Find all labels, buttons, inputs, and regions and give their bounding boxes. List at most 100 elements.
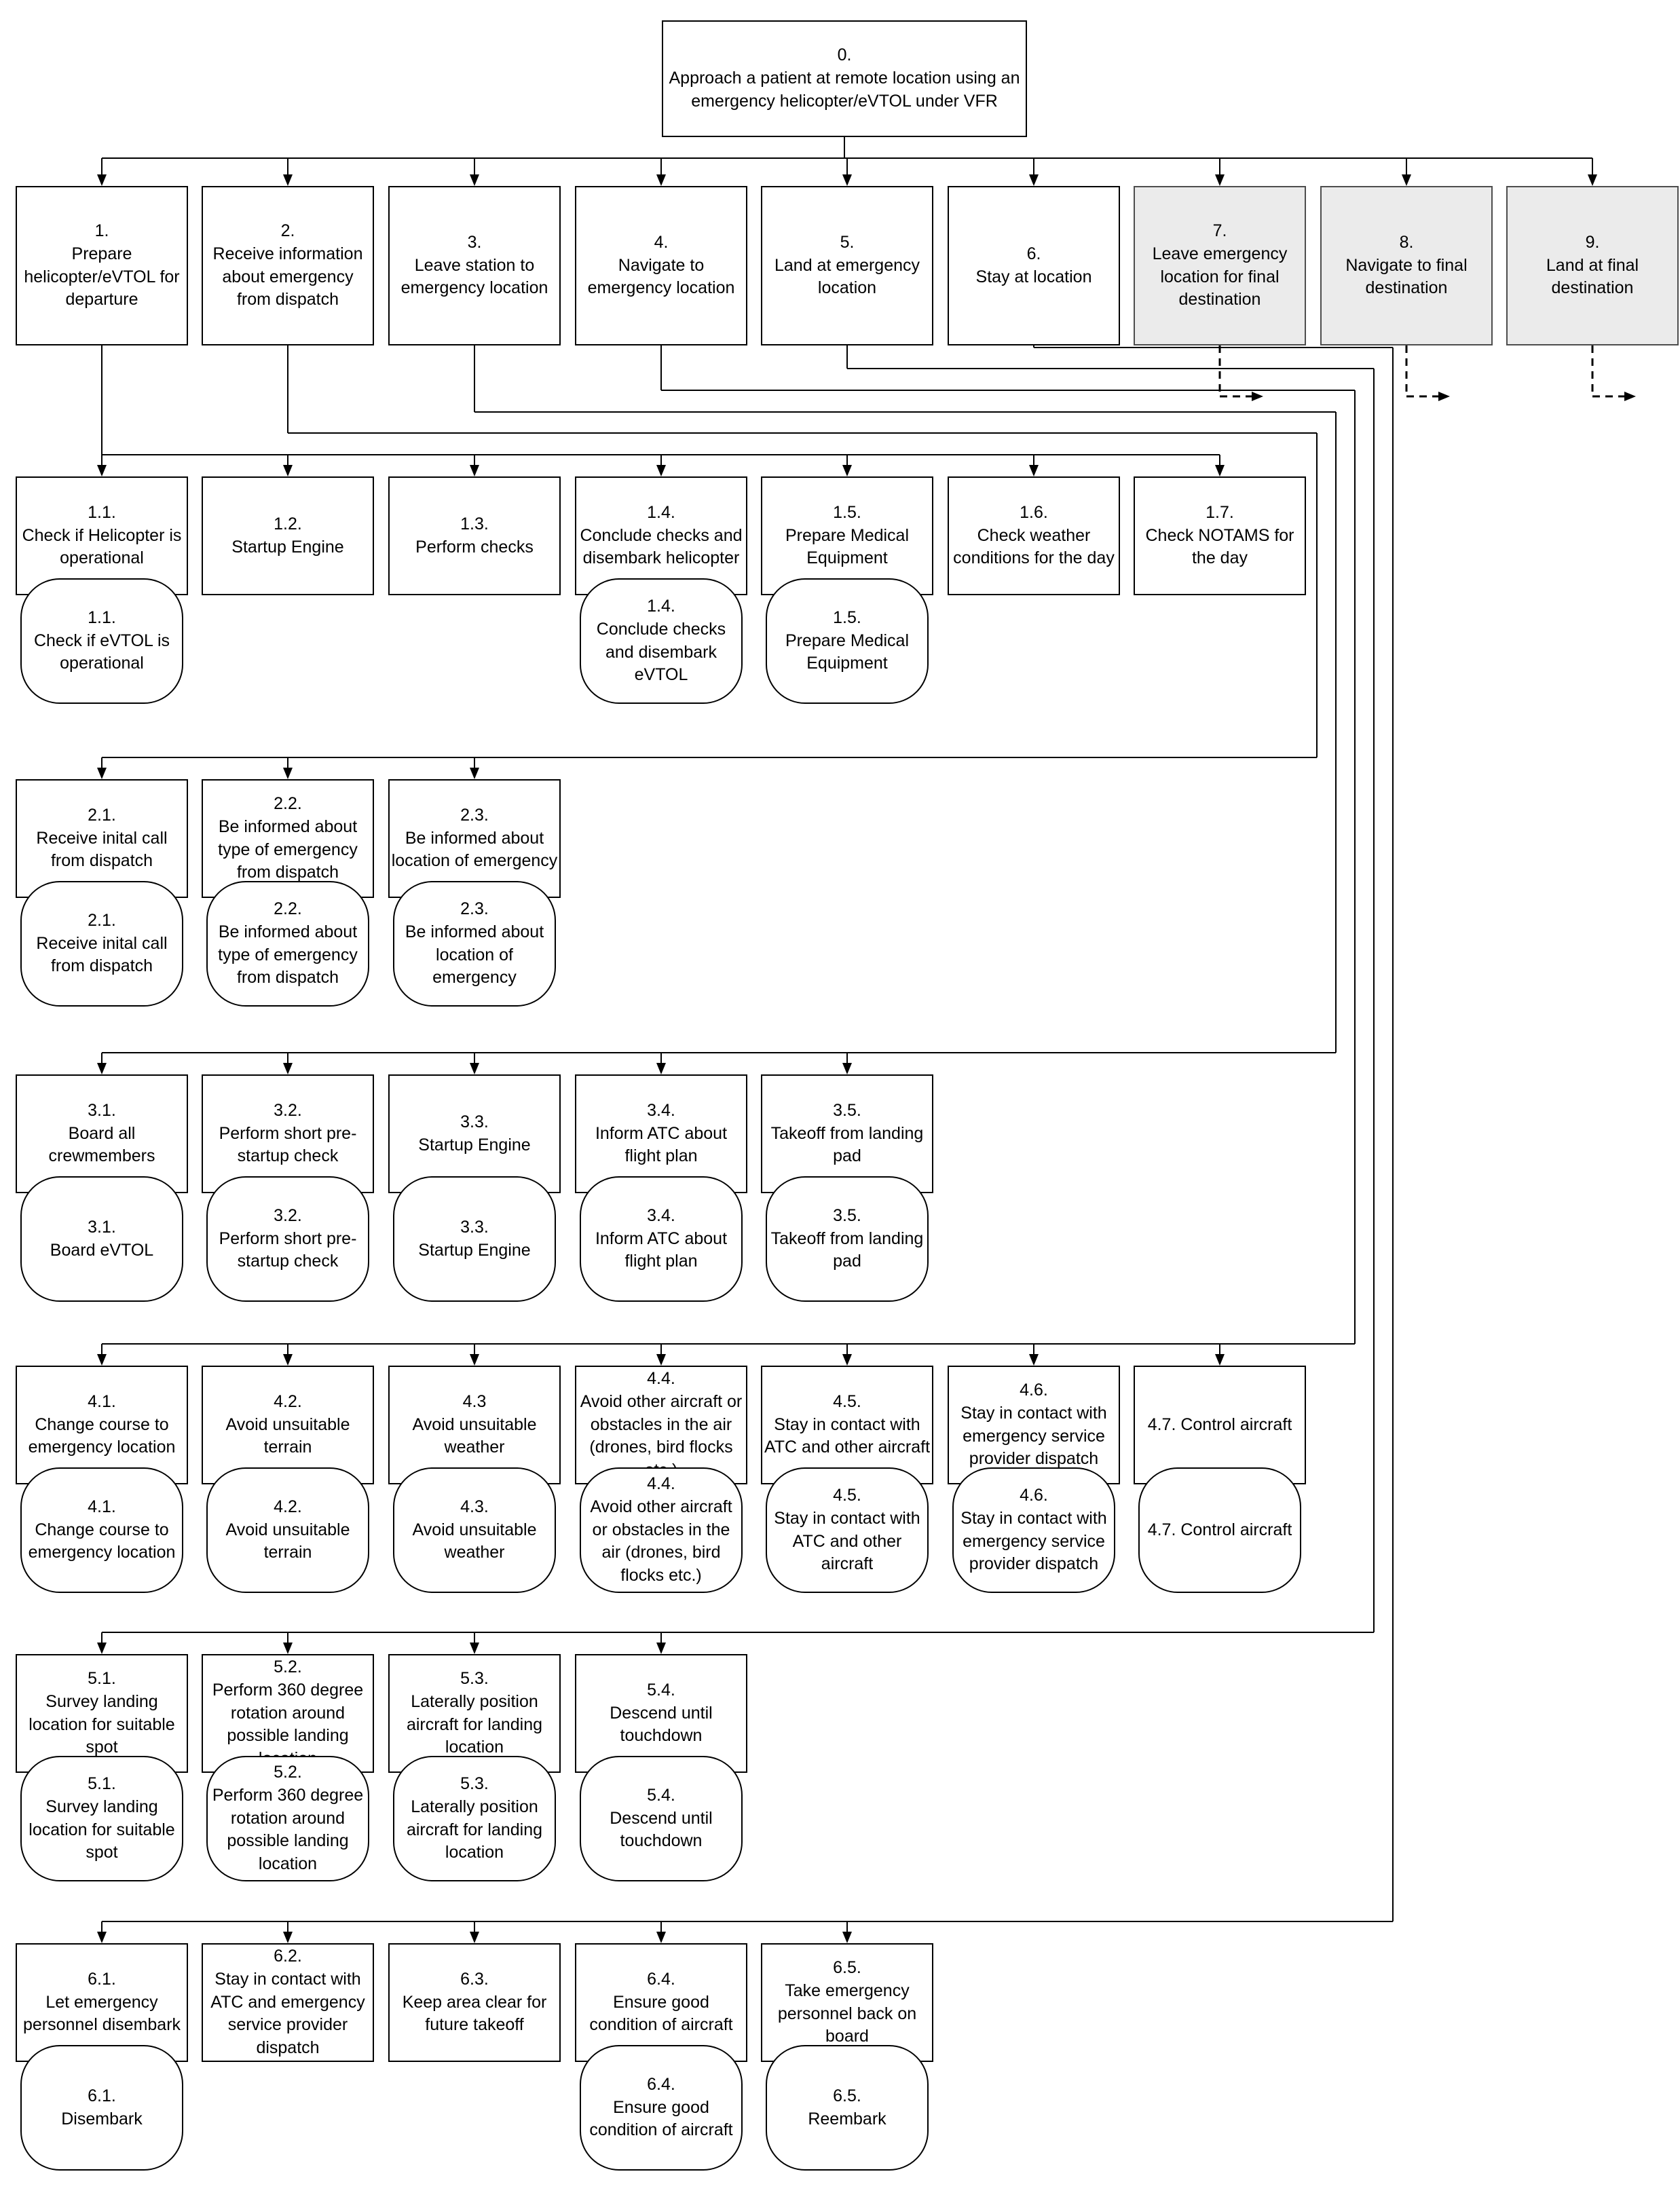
- arrow-down-icon: [97, 465, 107, 476]
- subtask-box-1.6: 1.6.Check weather conditions for the day: [948, 476, 1120, 595]
- task-label: Prepare Medical Equipment: [785, 631, 910, 673]
- subtask-box-4.4: 4.4.Avoid other aircraft or obstacles in…: [575, 1366, 747, 1484]
- task-label: Be informed about type of emergency from…: [218, 817, 358, 882]
- task-label: Inform ATC about flight plan: [595, 1123, 728, 1166]
- evtol-subtask-box-4.7: 4.7. Control aircraft: [1138, 1467, 1301, 1593]
- task-number: 5.3.: [460, 1669, 489, 1688]
- evtol-subtask-box-3.3: 3.3. Startup Engine: [393, 1176, 556, 1302]
- task-number: 2.2.: [274, 899, 302, 918]
- task-label: Avoid other aircraft or obstacles in the…: [590, 1497, 732, 1586]
- task-number: 4.6.: [1020, 1381, 1048, 1400]
- task-number: 1.1.: [88, 502, 116, 522]
- subtask-box-3.1: 3.1.Board all crewmembers: [16, 1074, 188, 1193]
- task-number: 4.2.: [274, 1497, 302, 1516]
- subtask-box-2.2: 2.2. Be informed about type of emergency …: [202, 779, 374, 898]
- task-label: Takeoff from landing pad: [770, 1228, 924, 1271]
- arrow-down-icon: [656, 465, 666, 476]
- task-box-1: 1.Prepare helicopter/eVTOL for departure: [16, 186, 188, 345]
- task-number: 2.: [280, 221, 295, 240]
- evtol-subtask-box-4.5: 4.5. Stay in contact with ATC and other a…: [766, 1467, 929, 1593]
- task-label: Avoid unsuitable weather: [412, 1520, 537, 1562]
- evtol-subtask-box-5.1: 5.1.Survey landing location for suitable…: [20, 1756, 183, 1881]
- task-number: 3.4.: [647, 1205, 675, 1225]
- subtask-box-6.3: 6.3.Keep area clear for future takeoff: [388, 1943, 561, 2062]
- arrow-down-icon: [656, 1354, 666, 1366]
- evtol-subtask-box-3.4: 3.4. Inform ATC about flight plan: [580, 1176, 743, 1302]
- arrow-down-icon: [1029, 174, 1039, 186]
- task-label: Avoid unsuitable weather: [412, 1414, 537, 1457]
- task-number: 6.2.: [274, 1947, 302, 1966]
- arrow-down-icon: [656, 174, 666, 186]
- task-number: 5.2.: [274, 1657, 302, 1677]
- task-number: 4.4.: [647, 1474, 675, 1494]
- task-number: 2.1.: [88, 805, 116, 825]
- arrow-right-icon: [1438, 392, 1450, 401]
- task-box-8: 8.Navigate to final destination: [1320, 186, 1493, 345]
- task-number: 3.2.: [274, 1100, 302, 1120]
- task-number: 6.: [1026, 244, 1041, 263]
- task-number: 5.2.: [274, 1763, 302, 1782]
- arrow-down-icon: [470, 768, 479, 779]
- task-number: 3.1.: [88, 1217, 116, 1237]
- task-label: Be informed about type of emergency from…: [218, 922, 358, 988]
- subtask-box-5.4: 5.4.Descend until touchdown: [575, 1654, 747, 1773]
- evtol-subtask-box-1.1: 1.1.Check if eVTOL is operational: [20, 578, 183, 704]
- task-number: 1.3.: [460, 514, 489, 533]
- subtask-box-6.1: 6.1.Let emergency personnel disembark: [16, 1943, 188, 2062]
- task-label: Stay in contact with emergency service p…: [960, 1403, 1107, 1469]
- subtask-box-4.2: 4.2.Avoid unsuitable terrain: [202, 1366, 374, 1484]
- arrow-down-icon: [97, 174, 107, 186]
- task-label: Avoid unsuitable terrain: [225, 1520, 350, 1562]
- task-number: 2.3.: [460, 805, 489, 825]
- evtol-subtask-box-6.4: 6.4.Ensure good condition of aircraft: [580, 2045, 743, 2171]
- task-label: Check weather conditions for the day: [953, 525, 1115, 568]
- task-label: 4.7. Control aircraft: [1147, 1414, 1292, 1434]
- evtol-subtask-box-6.1: 6.1.Disembark: [20, 2045, 183, 2171]
- task-label: Stay at location: [975, 267, 1092, 286]
- task-label: Be informed about location of emergency: [405, 922, 544, 988]
- arrow-down-icon: [1588, 174, 1597, 186]
- arrow-down-icon: [842, 1932, 852, 1943]
- arrow-down-icon: [97, 1932, 107, 1943]
- task-label: Avoid unsuitable terrain: [225, 1414, 350, 1457]
- task-label: Takeoff from landing pad: [770, 1123, 924, 1166]
- subtask-box-6.2: 6.2.Stay in contact with ATC and emergen…: [202, 1943, 374, 2062]
- task-number: 6.5.: [833, 1958, 861, 1977]
- arrow-down-icon: [283, 1063, 293, 1074]
- arrow-down-icon: [1029, 465, 1039, 476]
- arrow-down-icon: [1402, 174, 1411, 186]
- task-number: 4.5.: [833, 1486, 861, 1505]
- evtol-subtask-box-2.1: 2.1.Receive inital call from dispatch: [20, 881, 183, 1007]
- evtol-subtask-box-4.3: 4.3. Avoid unsuitable weather: [393, 1467, 556, 1593]
- task-label: Stay in contact with ATC and other aircr…: [774, 1508, 920, 1574]
- task-number: 1.4.: [647, 597, 675, 616]
- root-task-box: 0.Approach a patient at remote location …: [662, 20, 1027, 137]
- task-label: Receive information about emergency from…: [212, 244, 363, 309]
- task-number: 2.2.: [274, 794, 302, 813]
- evtol-subtask-box-5.3: 5.3.Laterally position aircraft for land…: [393, 1756, 556, 1881]
- subtask-box-5.2: 5.2.Perform 360 degree rotation around p…: [202, 1654, 374, 1773]
- task-label: 4.7. Control aircraft: [1147, 1520, 1292, 1539]
- task-label: Leave station to emergency location: [400, 255, 548, 298]
- subtask-box-1.3: 1.3.Perform checks: [388, 476, 561, 595]
- task-label: Ensure good condition of aircraft: [589, 2097, 733, 2140]
- task-number: 3.3.: [460, 1217, 489, 1237]
- task-label: Perform short pre-startup check: [219, 1228, 357, 1271]
- task-number: 3.3.: [460, 1112, 489, 1131]
- arrow-down-icon: [283, 1643, 293, 1654]
- task-label: Navigate to final destination: [1345, 255, 1468, 298]
- evtol-subtask-box-2.3: 2.3.Be informed about location of emerge…: [393, 881, 556, 1007]
- task-label: Stay in contact with emergency service p…: [960, 1508, 1107, 1574]
- task-number: 4.3.: [460, 1497, 489, 1516]
- arrow-down-icon: [656, 1063, 666, 1074]
- task-label: Startup Engine: [418, 1240, 531, 1260]
- task-label: Inform ATC about flight plan: [595, 1228, 728, 1271]
- arrow-down-icon: [1215, 1354, 1225, 1366]
- task-number: 3.: [467, 232, 482, 252]
- task-label: Prepare helicopter/eVTOL for departure: [24, 244, 180, 309]
- arrow-down-icon: [842, 465, 852, 476]
- arrow-down-icon: [470, 174, 479, 186]
- task-number: 3.5.: [833, 1100, 861, 1120]
- task-number: 1.5.: [833, 502, 861, 522]
- task-box-6: 6. Stay at location: [948, 186, 1120, 345]
